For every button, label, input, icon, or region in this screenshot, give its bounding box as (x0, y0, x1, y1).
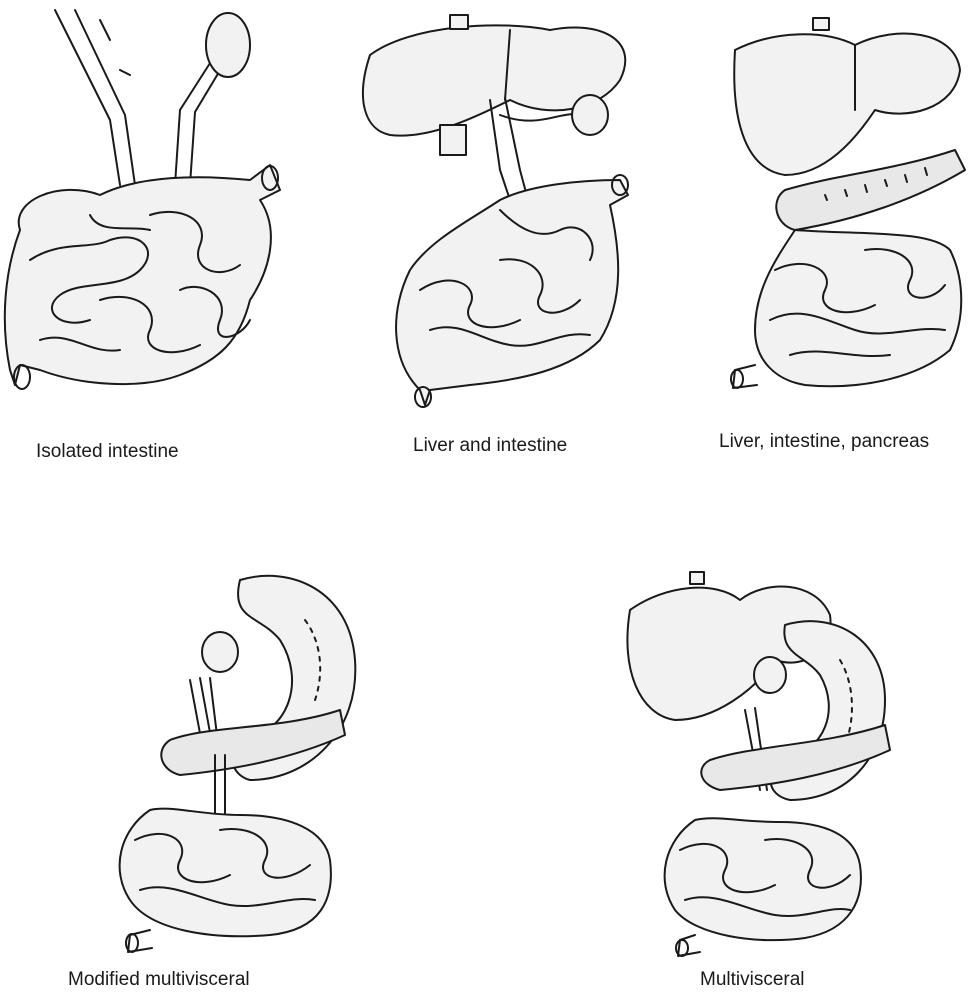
panel-liver-intestine-pancreas (715, 0, 968, 420)
caption-liver-and-intestine: Liver and intestine (413, 435, 567, 457)
small-bowel (755, 230, 961, 386)
vascular-conduit (206, 13, 250, 77)
caption-liver-intestine-pancreas: Liver, intestine, pancreas (719, 431, 929, 453)
small-bowel (5, 165, 280, 385)
panel-multivisceral (615, 560, 915, 960)
caption-modified-multivisceral: Modified multivisceral (68, 969, 250, 991)
pancreas (701, 725, 890, 790)
liver-intestine-pancreas-illustration (715, 0, 968, 420)
small-bowel (665, 818, 861, 940)
liver (734, 34, 960, 175)
modified-multivisceral-illustration (90, 560, 370, 960)
isolated-intestine-illustration (0, 0, 300, 420)
panel-modified-multivisceral (90, 560, 370, 960)
panel-liver-and-intestine (350, 0, 650, 420)
multivisceral-illustration (615, 560, 915, 960)
panel-isolated-intestine (0, 0, 300, 420)
vena-cava (440, 125, 466, 155)
caption-isolated-intestine: Isolated intestine (36, 441, 179, 463)
caption-multivisceral: Multivisceral (700, 969, 805, 991)
small-bowel (396, 180, 628, 405)
liver-and-intestine-illustration (350, 0, 650, 420)
